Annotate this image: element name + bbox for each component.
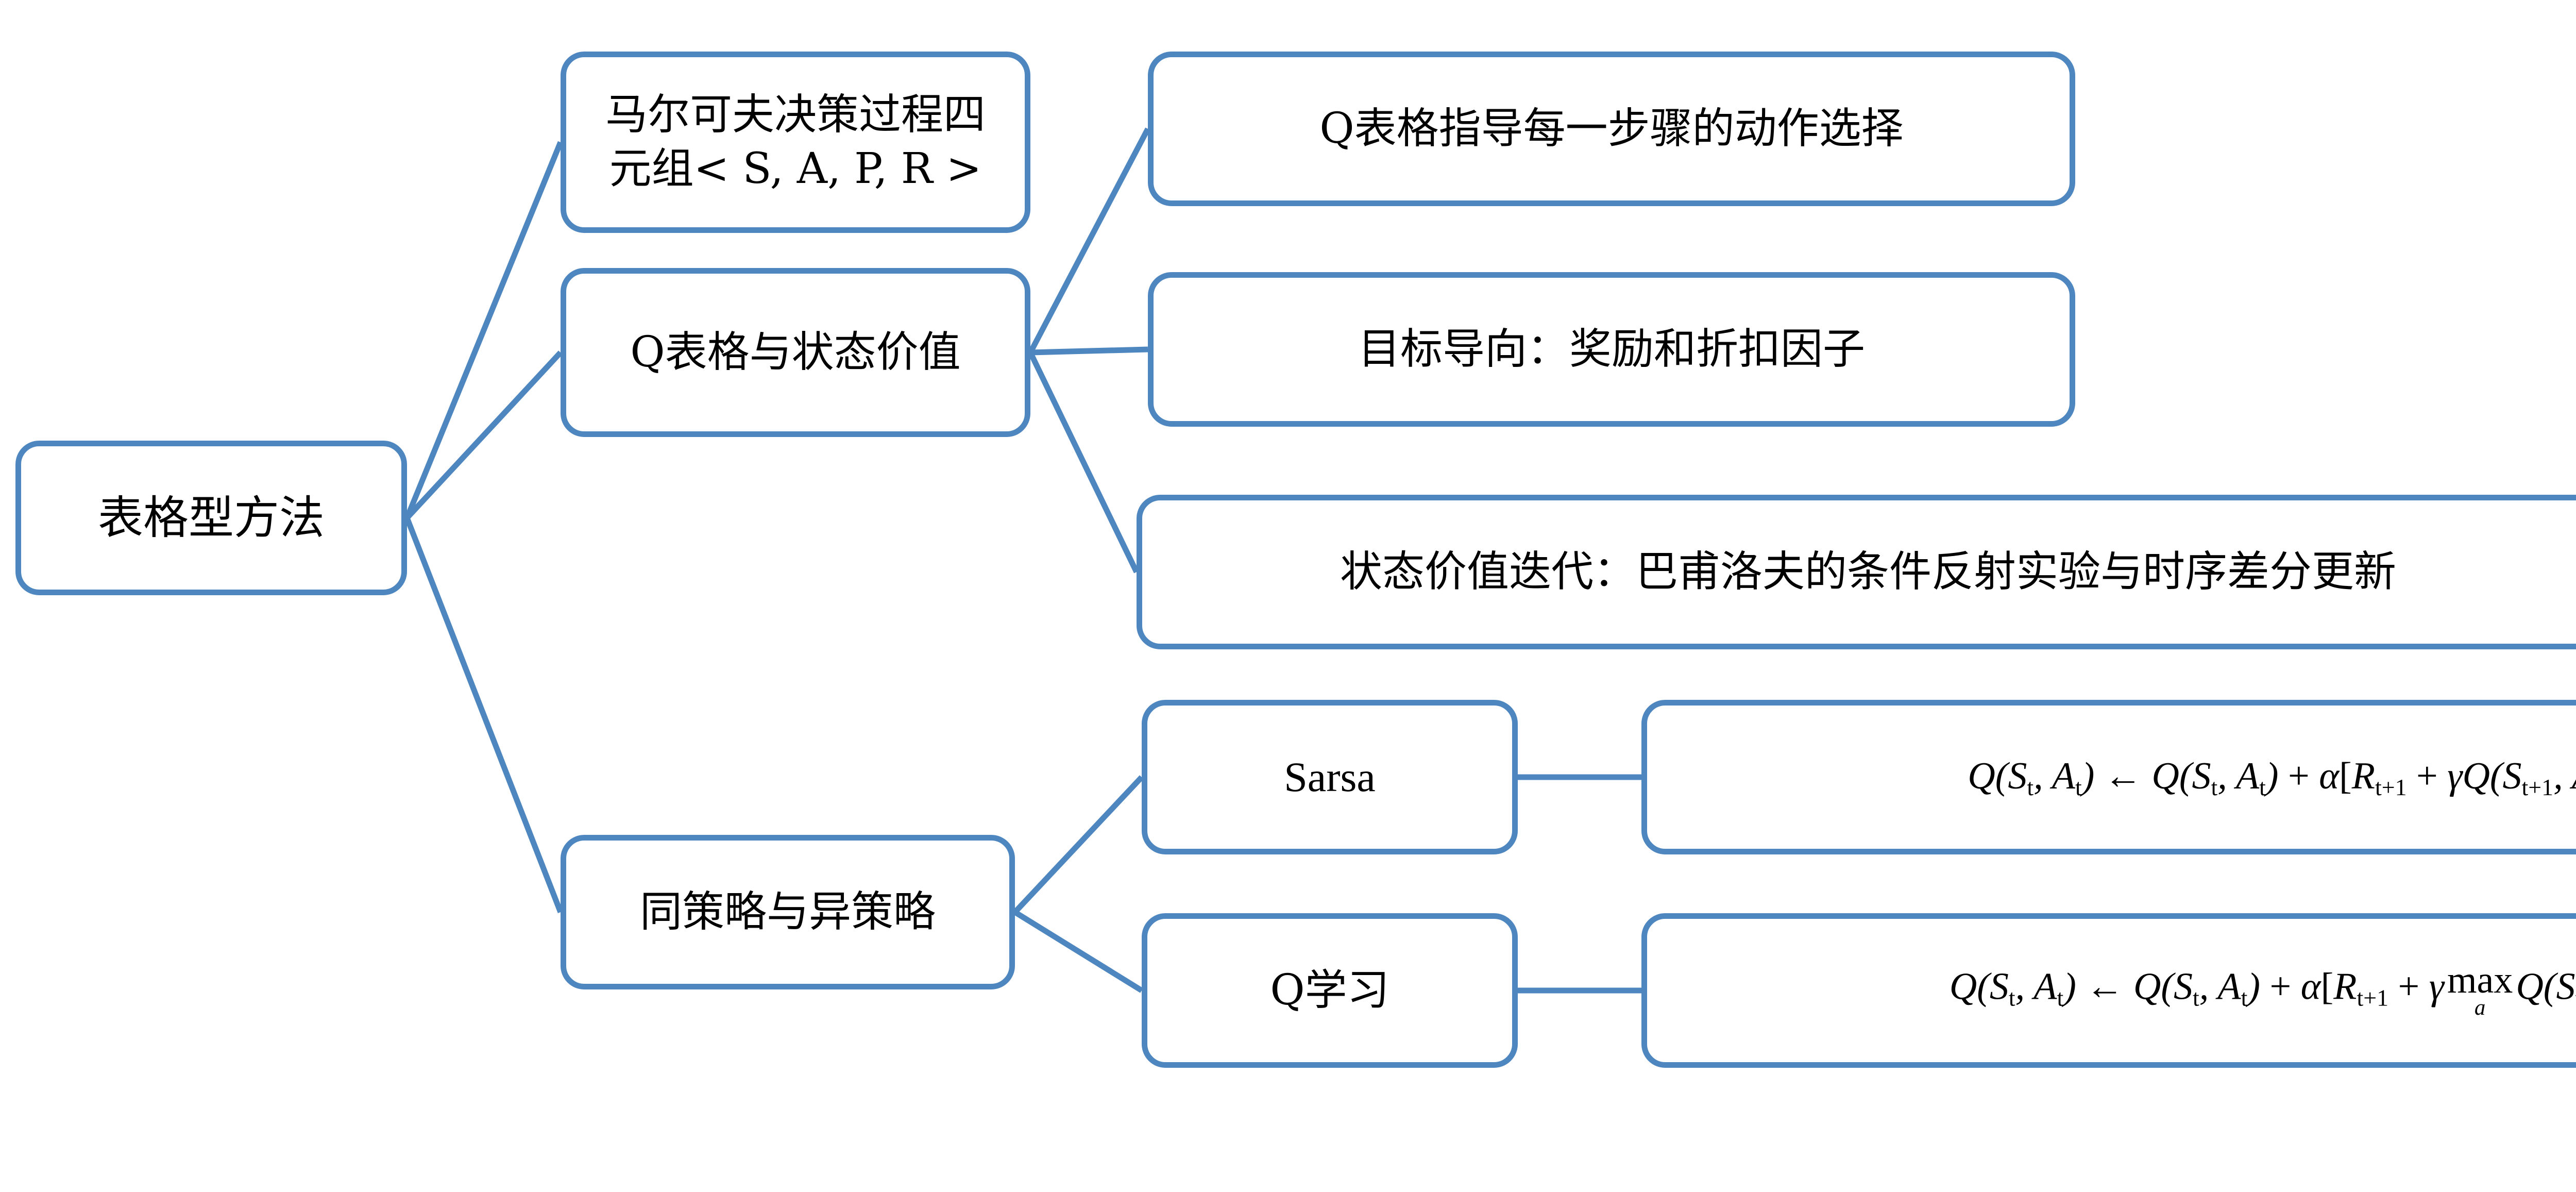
node-mdp-label: 马尔可夫决策过程四 元组< S, A, P, R > bbox=[605, 90, 986, 193]
node-q-learning[interactable]: Q学习 bbox=[1142, 913, 1518, 1068]
node-description-reward-discount[interactable]: 目标导向：奖励和折扣因子 bbox=[1148, 272, 2075, 427]
edge-root-policy bbox=[404, 517, 564, 913]
node-qlearning-label: Q学习 bbox=[1270, 965, 1389, 1015]
node-desc1-label: Q表格指导每一步骤的动作选择 bbox=[1319, 104, 1904, 153]
edge-root-mdp bbox=[404, 141, 564, 519]
node-desc2-label: 目标导向：奖励和折扣因子 bbox=[1358, 324, 1865, 374]
node-sarsa[interactable]: Sarsa bbox=[1142, 700, 1518, 854]
node-root-label: 表格型方法 bbox=[97, 491, 325, 544]
edge-qtable-desc1 bbox=[1028, 127, 1150, 354]
formula-sarsa-expression: Q(St, At) ← Q(St, At) + α[Rt+1 + γQ(St+1… bbox=[1968, 754, 2576, 800]
node-mdp[interactable]: 马尔可夫决策过程四 元组< S, A, P, R > bbox=[561, 52, 1030, 233]
edge-policy-qlearning bbox=[1013, 910, 1143, 993]
edge-qtable-desc2 bbox=[1030, 346, 1148, 356]
edge-qtable-desc3 bbox=[1028, 351, 1139, 574]
node-on-off-policy[interactable]: 同策略与异策略 bbox=[561, 835, 1015, 989]
edge-root-qtable bbox=[404, 350, 563, 520]
edge-policy-sarsa bbox=[1012, 775, 1144, 914]
node-description-value-iteration[interactable]: 状态价值迭代：巴甫洛夫的条件反射实验与时序差分更新 bbox=[1137, 495, 2576, 649]
node-formula-sarsa[interactable]: Q(St, At) ← Q(St, At) + α[Rt+1 + γQ(St+1… bbox=[1641, 700, 2576, 854]
node-description-action-selection[interactable]: Q表格指导每一步骤的动作选择 bbox=[1148, 52, 2075, 206]
node-root[interactable]: 表格型方法 bbox=[15, 441, 407, 595]
node-q-table-state-value[interactable]: Q表格与状态价值 bbox=[561, 268, 1030, 437]
node-desc3-label: 状态价值迭代：巴甫洛夫的条件反射实验与时序差分更新 bbox=[1340, 547, 2396, 596]
node-sarsa-label: Sarsa bbox=[1284, 753, 1376, 800]
node-policy-label: 同策略与异策略 bbox=[639, 887, 936, 936]
node-qtable-label: Q表格与状态价值 bbox=[630, 327, 961, 377]
